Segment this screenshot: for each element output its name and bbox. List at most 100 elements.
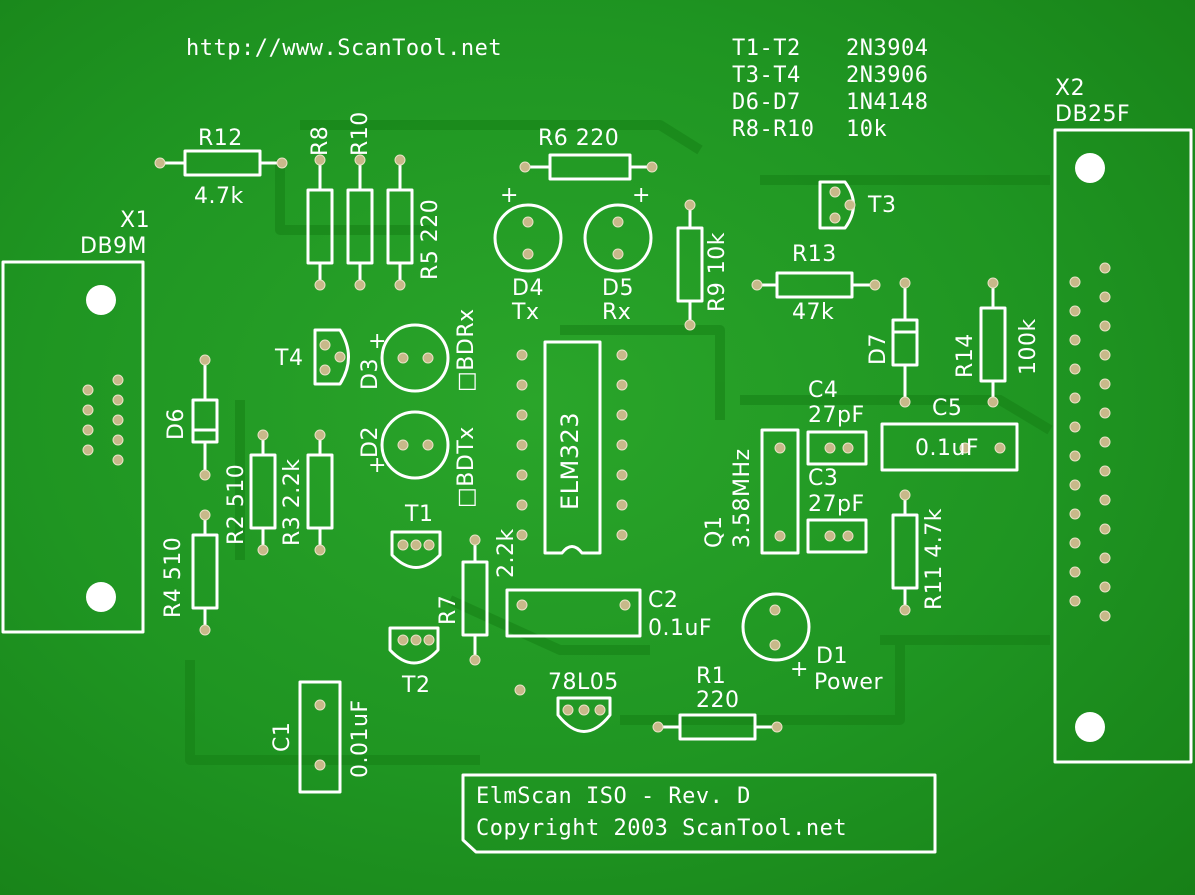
x2-type: DB25F [1055, 102, 1131, 127]
solder-pad [619, 599, 631, 611]
mounting-hole [86, 285, 116, 315]
solder-pad [422, 352, 434, 364]
t2-ref: T2 [402, 673, 431, 698]
solder-pad [314, 154, 326, 166]
parts-table-ref: T1-T2 [732, 36, 801, 61]
r5-label: R5 220 [418, 198, 443, 280]
solder-pad [469, 654, 481, 666]
copper-traces [185, 120, 1053, 765]
solder-pad [199, 354, 211, 366]
solder-pad [112, 414, 124, 426]
solder-pad [959, 442, 971, 454]
solder-pad [334, 351, 346, 363]
solder-pad [1069, 421, 1081, 433]
solder-pad [519, 161, 531, 173]
solder-pad [1099, 407, 1111, 419]
solder-pad [199, 469, 211, 481]
solder-pad [769, 604, 781, 616]
solder-pad [1099, 378, 1111, 390]
c1-ref: C1 [270, 721, 295, 752]
solder-pad [824, 530, 836, 542]
svg-text:+: + [632, 183, 650, 208]
d3-ref: D3 [358, 358, 383, 390]
x1-ref: X1 [120, 208, 151, 233]
solder-pad [899, 396, 911, 408]
solder-pad [516, 349, 528, 361]
d5-sub: Rx [602, 300, 632, 325]
solder-pad [899, 604, 911, 616]
solder-pad [319, 339, 331, 351]
r12-ref: R12 [198, 126, 243, 151]
solder-pad [314, 429, 326, 441]
r3-label: R3 2.2k [280, 458, 305, 546]
solder-pad [899, 277, 911, 289]
solder-pad [397, 634, 409, 646]
solder-pad [616, 529, 628, 541]
c5-ref: C5 [932, 396, 963, 421]
r9-label: R9 10k [705, 231, 730, 312]
solder-pad [199, 624, 211, 636]
d1-ref: D1 [816, 644, 848, 669]
solder-pad [1099, 494, 1111, 506]
parts-table-value: 2N3904 [846, 36, 929, 61]
solder-pad [612, 248, 624, 260]
solder-pad [1099, 320, 1111, 332]
solder-pad [1099, 581, 1111, 593]
d4-ref: D4 [512, 276, 544, 301]
solder-pad [1099, 610, 1111, 622]
solder-pad [319, 364, 331, 376]
d5-ref: D5 [602, 276, 634, 301]
solder-pad [516, 529, 528, 541]
footer-copyright: Copyright 2003 ScanTool.net [476, 816, 848, 841]
d2-signal: □BDTx [454, 426, 479, 508]
solder-pad [257, 544, 269, 556]
solder-pad [82, 384, 94, 396]
solder-pad [397, 352, 409, 364]
solder-pad [562, 704, 574, 716]
c1-value: 0.01uF [348, 699, 373, 778]
solder-pad [112, 394, 124, 406]
t4-ref: T4 [275, 346, 304, 371]
ic-label: ELM323 [556, 411, 584, 510]
solder-pad [771, 721, 783, 733]
solder-pad [82, 424, 94, 436]
r1-value: 220 [696, 688, 740, 713]
parts-table-ref: D6-D7 [732, 90, 801, 115]
footer-title: ElmScan ISO - Rev. D [476, 784, 751, 809]
x2-outline [1053, 128, 1193, 764]
solder-pad [516, 379, 528, 391]
solder-pad [394, 154, 406, 166]
solder-pad [1069, 276, 1081, 288]
q1-ref: Q1 [702, 515, 727, 548]
solder-pad [1069, 450, 1081, 462]
solder-pad [314, 759, 326, 771]
solder-pad [616, 499, 628, 511]
solder-pad [1069, 479, 1081, 491]
x2-ref: X2 [1055, 76, 1086, 101]
q1-value: 3.58MHz [730, 448, 755, 548]
url-label: http://www.ScanTool.net [186, 36, 503, 61]
solder-pad [423, 634, 435, 646]
r4-label: R4 510 [161, 536, 186, 618]
solder-pad [397, 439, 409, 451]
solder-pad [1069, 305, 1081, 317]
r1-ref: R1 [696, 664, 727, 689]
mounting-hole [86, 582, 116, 612]
solder-pad [82, 444, 94, 456]
parts-table-value: 2N3906 [846, 63, 929, 88]
solder-pad [154, 157, 166, 169]
c3-value: 27pF [808, 492, 865, 517]
solder-pad [652, 721, 664, 733]
solder-pad [774, 442, 786, 454]
solder-pad [684, 319, 696, 331]
solder-pad [423, 539, 435, 551]
solder-pad [616, 439, 628, 451]
d3-signal: □BDRx [454, 308, 479, 392]
solder-pad [314, 279, 326, 291]
solder-pads [82, 154, 1111, 771]
solder-pad [112, 434, 124, 446]
x1-outline [1, 260, 145, 634]
solder-pad [257, 429, 269, 441]
